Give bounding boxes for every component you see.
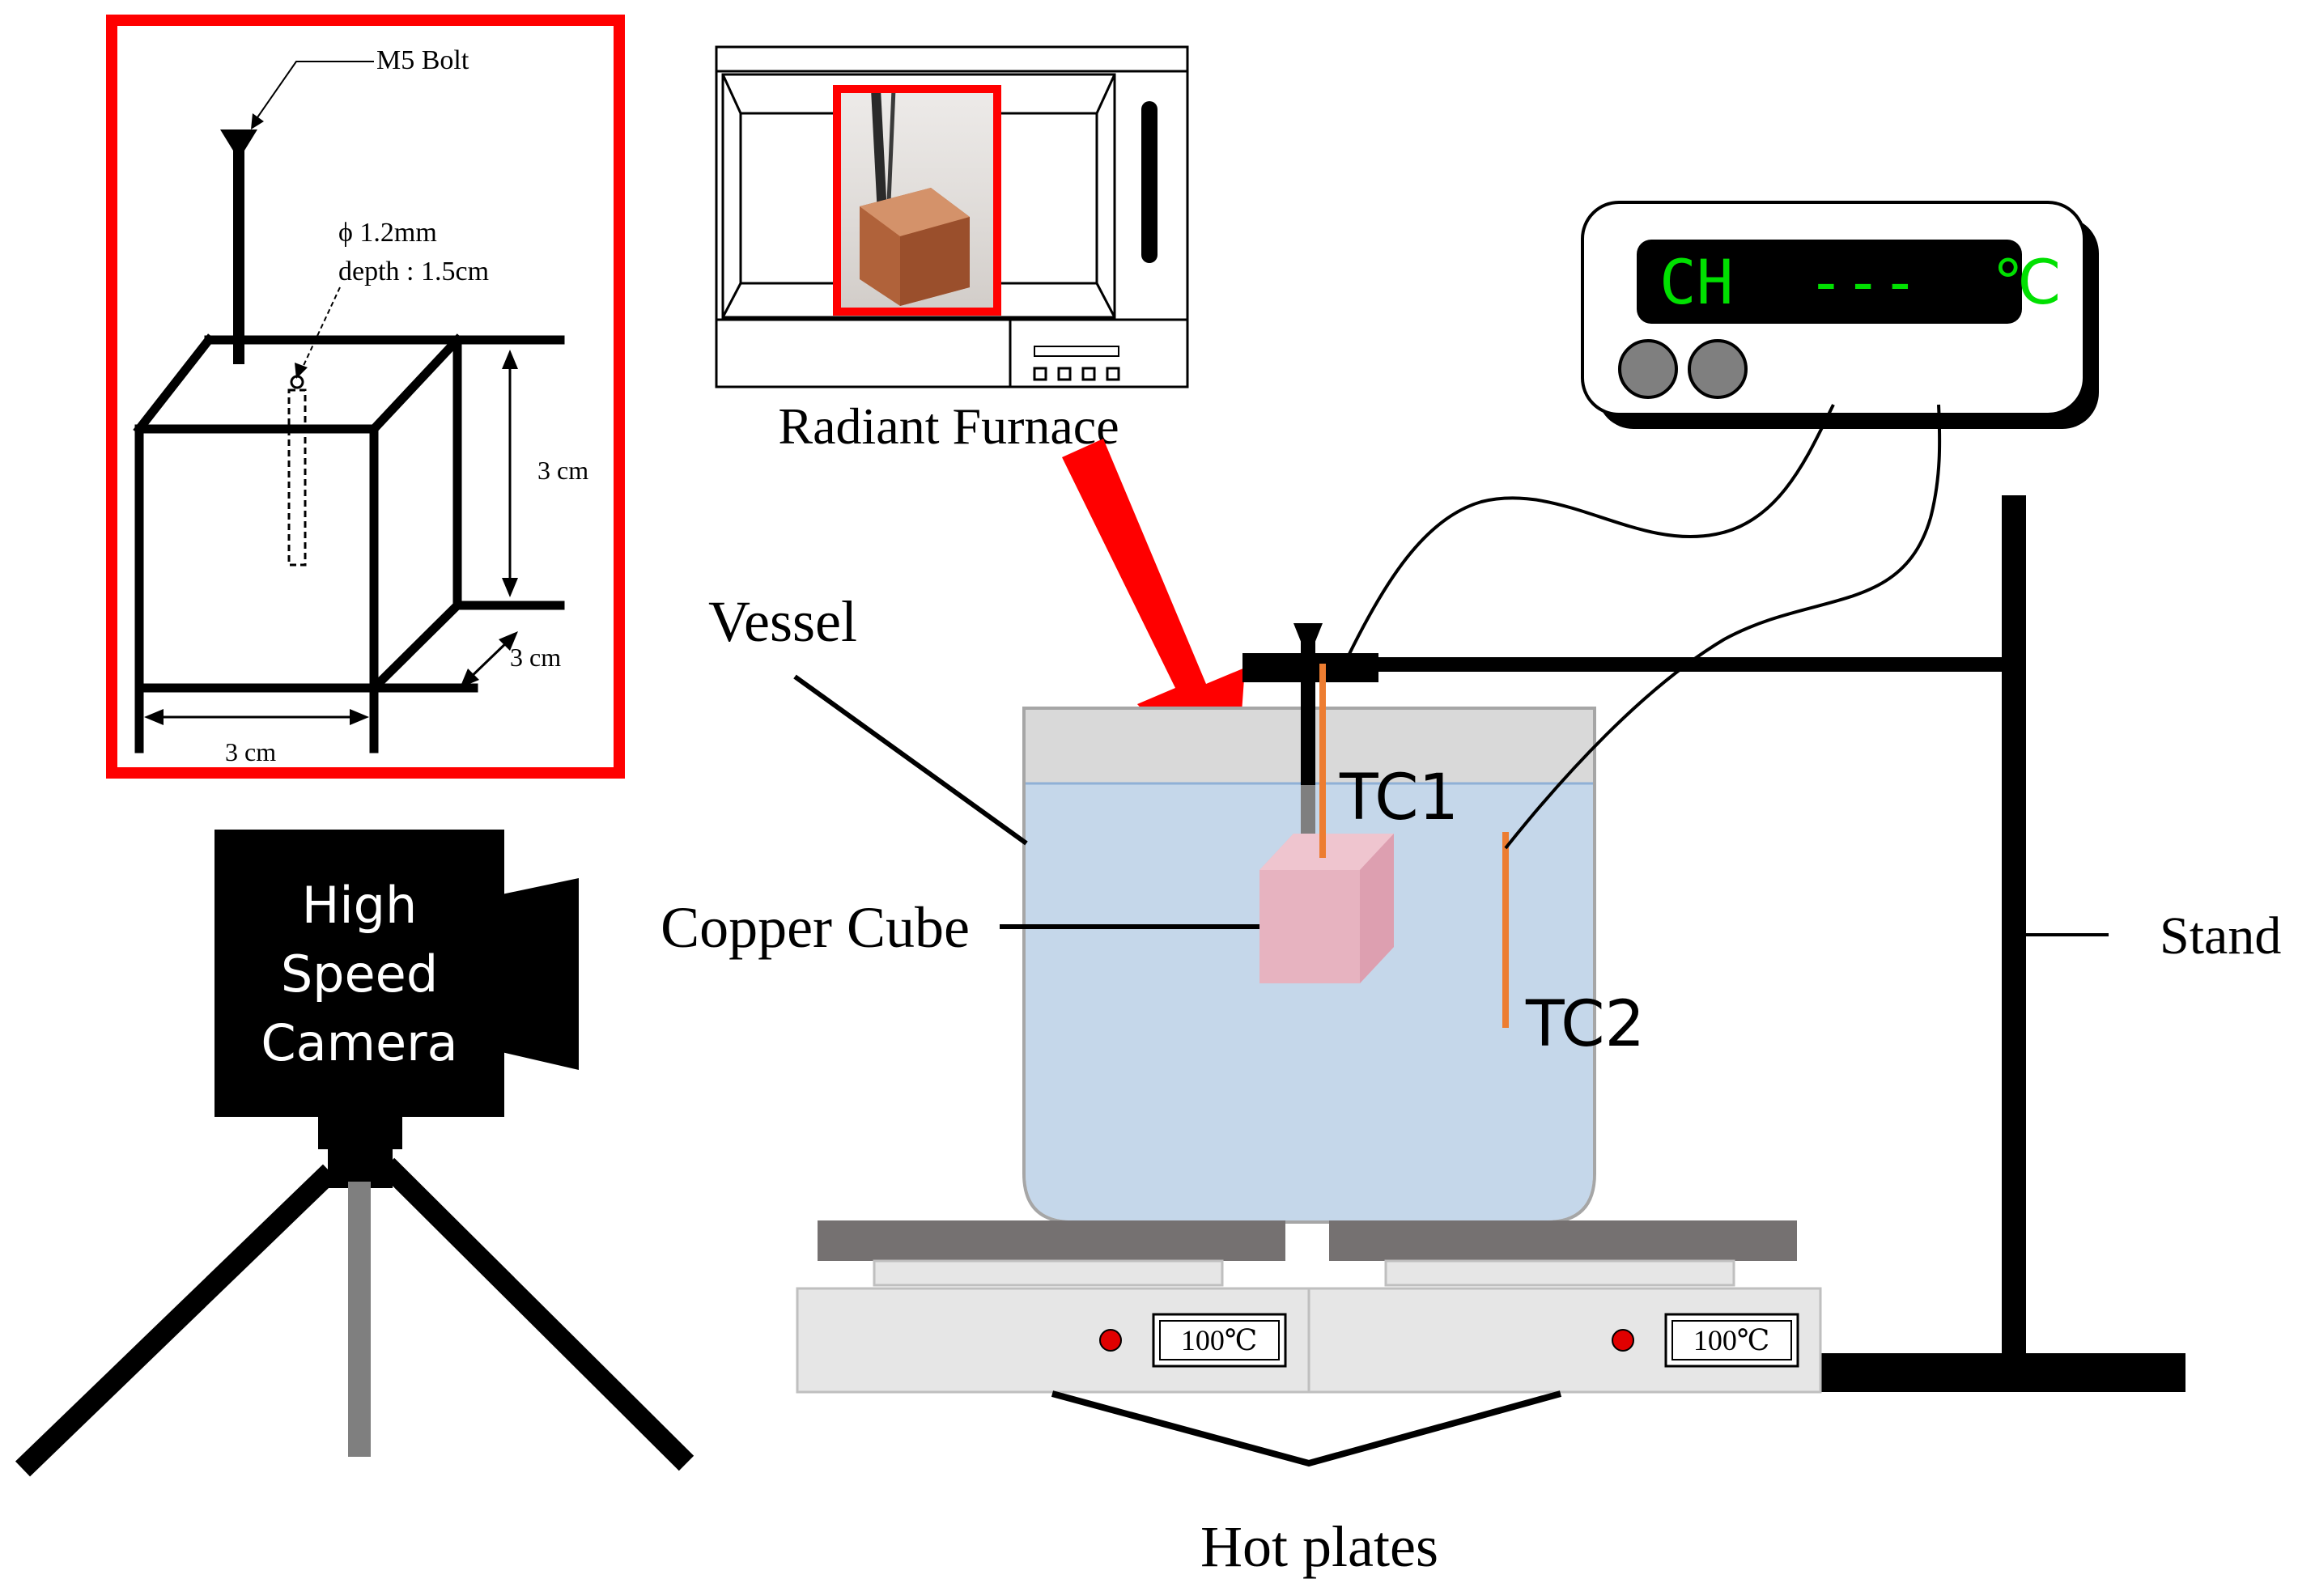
reader-knob: [1618, 339, 1678, 399]
furnace-button: [1081, 367, 1096, 381]
stand-label: Stand: [2160, 906, 2281, 966]
camera-body: [215, 830, 504, 1117]
high-speed-camera: High Speed Camera: [15, 830, 694, 1477]
copper-cube: [1259, 834, 1394, 983]
hole-diameter-label: ϕ 1.2mm: [338, 218, 437, 248]
tc1-label: TC1: [1339, 762, 1459, 834]
depth-dimension-label: 3 cm: [510, 643, 561, 672]
tc1-wire: [1346, 404, 1835, 658]
vessel-label: Vessel: [708, 589, 857, 654]
tc2-label: TC2: [1525, 988, 1645, 1061]
furnace-handle: [1141, 101, 1158, 263]
width-dimension-label: 3 cm: [225, 737, 276, 766]
stand-base: [1821, 1353, 2185, 1392]
cube-spec-inset: M5 Bolt ϕ 1.2mm depth : 1.5cm: [106, 15, 625, 779]
stand-arm: [1344, 657, 2016, 672]
height-dimension-label: 3 cm: [537, 456, 588, 485]
hole-depth-label: depth : 1.5cm: [338, 257, 489, 287]
stand: Stand: [1344, 495, 2281, 1392]
display-screen: [1637, 240, 2022, 324]
cube-wireframe: [133, 333, 565, 753]
furnace-label: Radiant Furnace: [778, 397, 1119, 455]
thermocouple-tc1: [1319, 664, 1326, 858]
bolt-label: M5 Bolt: [376, 45, 469, 75]
furnace-photo-highlight-frame: [833, 85, 1001, 316]
camera-label-line1: High: [302, 876, 418, 935]
furnace-button: [1057, 367, 1072, 381]
hot-plate-right: 100℃: [1307, 1220, 1822, 1394]
vessel-leader-line: [793, 674, 1028, 846]
radiant-furnace: Radiant Furnace: [715, 45, 1189, 455]
camera-label-line3: Camera: [261, 1013, 457, 1072]
hot-plate-left: 100℃: [796, 1220, 1310, 1394]
hole-leader-line: [300, 287, 341, 371]
stand-pole: [2002, 495, 2026, 1360]
hot-plate-indicator-light: [1099, 1329, 1122, 1352]
copper-cube-label: Copper Cube: [661, 895, 970, 960]
camera-lens: [502, 878, 579, 1070]
hot-plate-display: [1152, 1313, 1287, 1368]
water: [1026, 783, 1593, 1220]
tripod: [15, 1157, 694, 1477]
drilled-hole: [287, 388, 307, 567]
dimension-arrows: [144, 350, 518, 725]
bolt-leader-line: [255, 61, 374, 121]
inset-bolt-icon: [220, 129, 257, 364]
furnace-button: [1033, 367, 1047, 381]
thermocouple-tc2: [1502, 832, 1509, 1028]
inset-red-frame: [106, 15, 625, 779]
hot-plate-temperature: 100℃: [1181, 1324, 1257, 1356]
reader-knob: [1688, 339, 1748, 399]
hot-plate-indicator-light: [1612, 1329, 1634, 1352]
hot-plate-temperature: 100℃: [1693, 1324, 1769, 1356]
furnace-button: [1106, 367, 1120, 381]
temperature-reader: CH --- ℃: [1581, 201, 2099, 429]
tc2-wire: [1504, 404, 1942, 850]
furnace-photo: [837, 88, 997, 312]
hot-plates-label: Hot plates: [1200, 1514, 1438, 1579]
display-readout: CH --- ℃: [1659, 246, 2062, 318]
hot-plate-display: [1664, 1313, 1799, 1368]
hot-plates-bracket: [1051, 1390, 1562, 1467]
camera-label-line2: Speed: [281, 944, 438, 1004]
